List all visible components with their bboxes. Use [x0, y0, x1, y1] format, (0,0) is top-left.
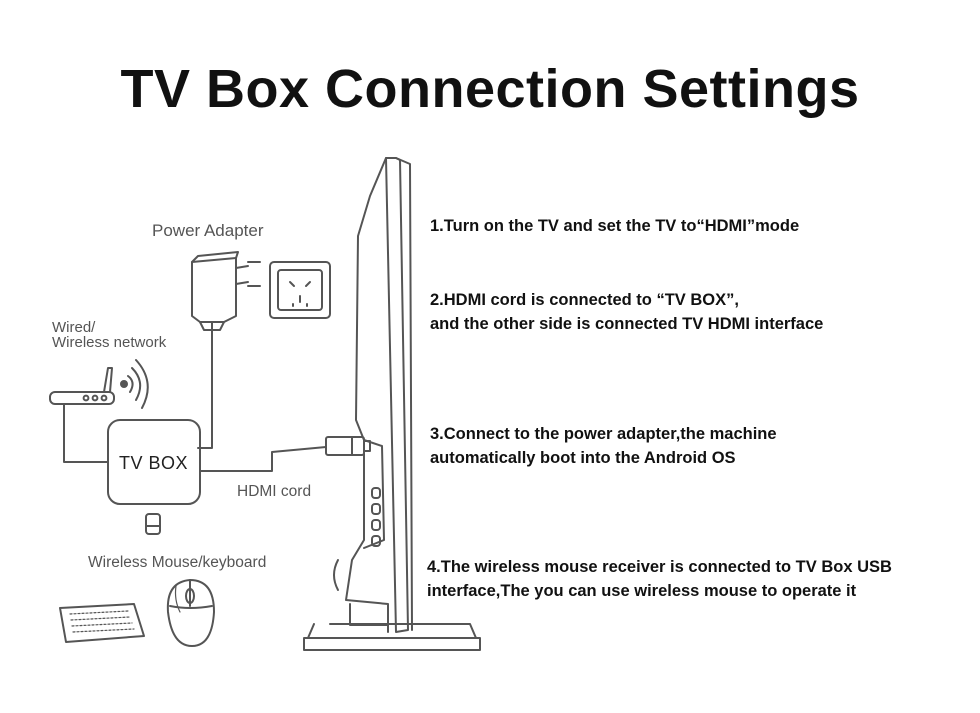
network-label-line1: Wired/: [52, 319, 96, 336]
power-adapter-label: Power Adapter: [152, 221, 264, 240]
tv-box-label: TV BOX: [119, 453, 189, 473]
step-1: 1.Turn on the TV and set the TV to“HDMI”…: [430, 214, 799, 238]
hdmi-plug: [325, 436, 371, 456]
step-1-line-1: 1.Turn on the TV and set the TV to“HDMI”…: [430, 217, 800, 235]
step-3-line-2: automatically boot into the Android OS: [430, 449, 736, 467]
step-4-line-1: 4.The wireless mouse receiver is connect…: [427, 558, 892, 576]
network-cable: [63, 403, 109, 463]
step-4: 4.The wireless mouse receiver is connect…: [427, 555, 892, 603]
mouse-keyboard-label: Wireless Mouse/keyboard: [88, 554, 267, 571]
wall-socket-icon: [269, 261, 331, 319]
page-title: TV Box Connection Settings: [120, 59, 860, 119]
step-3-line-1: 3.Connect to the power adapter,the machi…: [430, 425, 777, 443]
step-4-line-2: interface,The you can use wireless mouse…: [427, 582, 857, 600]
tv-illustration: [303, 157, 481, 651]
tv-box-icon: [107, 419, 201, 505]
step-3: 3.Connect to the power adapter,the machi…: [430, 422, 777, 470]
step-2: 2.HDMI cord is connected to “TV BOX”, an…: [430, 288, 823, 336]
step-2-line-2: and the other side is connected TV HDMI …: [430, 315, 824, 333]
hdmi-cord-label: HDMI cord: [237, 483, 312, 500]
router-icon: [49, 359, 149, 409]
network-label-line2: Wireless network: [52, 334, 167, 351]
power-cable: [197, 321, 213, 449]
power-adapter-icon: [191, 251, 261, 331]
hdmi-cable: [199, 446, 327, 472]
mouse-icon: [166, 579, 215, 647]
keyboard-icon: [59, 603, 145, 643]
usb-receiver-icon: [145, 513, 161, 535]
step-2-line-1: 2.HDMI cord is connected to “TV BOX”,: [430, 291, 739, 309]
